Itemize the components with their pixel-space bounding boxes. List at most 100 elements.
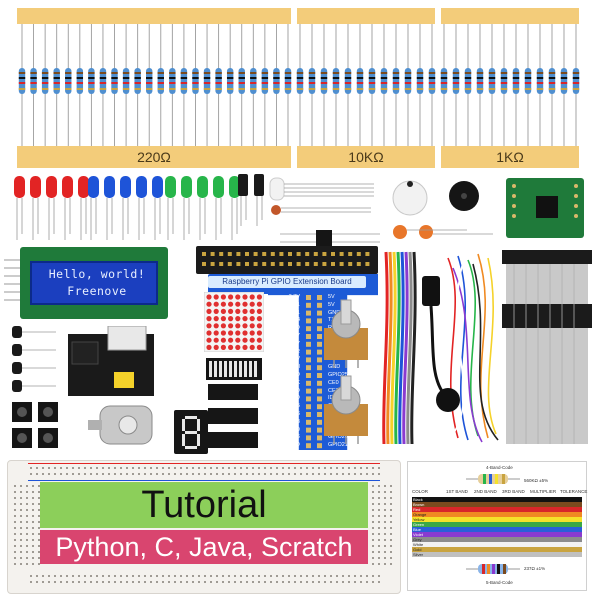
card-column-label: MULTIPLIER [530, 489, 557, 494]
card-column-label: 1ST BAND [446, 489, 468, 494]
card-row-label: White [413, 541, 424, 547]
gpio-pin-label: GPIO27 [280, 340, 300, 347]
card-header-4band: 4-Band-Code [486, 465, 513, 470]
card-row-label: Grey [413, 536, 422, 542]
tape-top-1k [441, 8, 579, 24]
card-row-swatch [412, 517, 582, 522]
seven-segment-display [174, 410, 208, 454]
lcd-screen: Hello, world! Freenove [30, 261, 158, 305]
gpio-pin-label: GPIO20 [328, 434, 348, 441]
card-row-label: Green [413, 521, 425, 527]
resistor-label-1k: 1KΩ [496, 149, 524, 165]
tape-bottom-1k [441, 146, 579, 168]
gpio-pin-label: GND [287, 325, 300, 332]
card-row-swatch [412, 522, 582, 527]
gpio-pin-label: 3.3V [288, 356, 300, 363]
ic-chip-3 [208, 432, 258, 448]
card-resistor-4band [466, 474, 520, 484]
dc-motor [88, 405, 153, 445]
card-row-swatch [412, 547, 582, 552]
tape-bottom-10k [297, 146, 435, 168]
breadboard-red-line [28, 463, 380, 464]
card-resistor-5band [466, 564, 520, 574]
seven-segment-digit [182, 416, 200, 449]
gpio-board-pins [306, 295, 322, 449]
gpio-pin-label: GPIO5 [283, 403, 300, 410]
rainbow-jumper-wires [382, 251, 417, 445]
power-module [68, 326, 154, 396]
gpio-pin-label: GPIO4 [283, 317, 300, 324]
led-bar-graph [206, 358, 262, 380]
gpio-pin-label: 5V [328, 301, 335, 308]
gpio-pin-label: 3.3V [288, 294, 300, 300]
gpio-pin-label: GND [328, 309, 341, 316]
lcd-line-1: Hello, world! [48, 267, 146, 281]
lcd-line-2: Freenove [67, 284, 127, 298]
card-row-swatch [412, 542, 582, 547]
rgb-led [269, 177, 374, 201]
potentiometer-1 [324, 299, 368, 368]
card-row-label: Gold [413, 546, 422, 552]
gpio-pin-label: GPIO21 [328, 442, 348, 449]
tutorial-title: Tutorial [40, 482, 368, 528]
gpio-pin-label: 5V [328, 294, 335, 300]
push-buttons [12, 402, 58, 448]
card-row-label: Blue [413, 526, 422, 532]
breadboard-bottom-rails [28, 573, 380, 587]
card-example-4band: 560KΩ ±5% [524, 478, 549, 483]
card-row-swatch [412, 512, 582, 517]
gpio-pin-label: ID_SD [283, 395, 300, 402]
gpio-pin-label: GND [287, 387, 300, 394]
breadboard-right-holes [370, 483, 396, 569]
card-row-label: Orange [413, 511, 427, 517]
gpio-header-connector [196, 246, 378, 274]
gpio-pin-label: SCL1 [286, 309, 300, 316]
transistors [12, 326, 56, 392]
gpio-pin-label: GPIO13 [280, 418, 300, 425]
gpio-pin-label: GPIO26 [280, 434, 300, 441]
card-row-swatch [412, 507, 582, 512]
ceramic-capacitors [393, 225, 493, 239]
card-header-5band: 5-Band-Code [486, 580, 513, 585]
gpio-pin-label: CE0 [328, 379, 339, 386]
adc-module [506, 178, 584, 238]
tape-top-10k [297, 8, 435, 24]
gpio-pin-label: GPIO19 [280, 426, 300, 433]
resistor-label-10k: 10KΩ [348, 149, 384, 165]
gpio-board-title: Raspberry Pi GPIO Extension Board [208, 276, 366, 288]
resistor-array [18, 24, 580, 146]
gpio-pin-label: GPIO6 [283, 411, 300, 417]
diodes [280, 230, 380, 246]
card-row-swatch [412, 502, 582, 507]
tutorial-subtitle: Python, C, Java, Scratch [40, 530, 368, 564]
active-buzzer [449, 181, 479, 211]
card-row-swatch [412, 497, 582, 502]
passive-buzzer [392, 180, 428, 216]
gpio-pin-label: GPIO22 [280, 348, 300, 355]
photoresistor [271, 205, 371, 215]
breadboard-left-holes [12, 483, 40, 569]
lcd-pins [4, 259, 20, 301]
card-row-label: Silver [413, 551, 424, 557]
card-row-label: Red [413, 506, 421, 512]
gpio-pin-label: GND [287, 442, 300, 449]
card-row-swatch [412, 527, 582, 532]
led-group [14, 176, 240, 240]
gpio-pin-label: MOSI [285, 364, 300, 371]
card-row-label: Brown [413, 501, 425, 507]
capacitor-group [238, 174, 264, 226]
resistor-strips: 220Ω 10KΩ 1KΩ [0, 0, 600, 170]
tape-bottom-220 [17, 146, 291, 168]
gpio-pin-label: GPIO25 [328, 372, 348, 378]
lcd-module: Hello, world! Freenove [20, 247, 168, 319]
gpio-header-pins [202, 252, 370, 266]
breadboard-blue-line [28, 480, 380, 481]
gpio-pin-label: CE1 [328, 387, 339, 394]
loose-jumper-wires [447, 253, 499, 443]
card-row-label: Violet [413, 531, 423, 537]
gpio-pin-label: SDA1 [285, 301, 300, 308]
battery-holder [422, 276, 460, 412]
